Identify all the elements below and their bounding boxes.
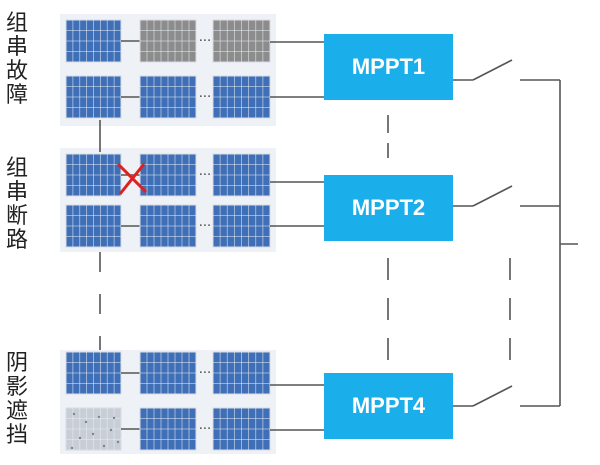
- label-char: 组: [5, 11, 28, 36]
- solar-panel-icon: [212, 19, 271, 63]
- shade-speck: [97, 415, 101, 419]
- solar-panel-icon: [212, 204, 271, 248]
- mppt4-box: MPPT4: [324, 373, 453, 439]
- ellipsis-dots: ···: [199, 422, 211, 437]
- shade-speck: [116, 440, 120, 444]
- switch-icon: [472, 385, 513, 407]
- panel-row: ···: [199, 366, 211, 381]
- shade-speck: [91, 432, 95, 436]
- solar-panel-icon: [65, 19, 122, 63]
- label-char: 阴: [5, 351, 28, 376]
- switch-blade: [472, 385, 513, 407]
- label-char: 组: [5, 156, 28, 181]
- label-shading: 阴 影 遮 挡: [2, 352, 32, 448]
- shade-speck: [102, 444, 106, 448]
- shade-speck: [78, 436, 82, 440]
- solar-panel-icon: [65, 407, 122, 451]
- label-char: 断: [5, 204, 28, 229]
- shade-speck: [72, 412, 76, 416]
- label-string-open: 组 串 断 路: [2, 157, 32, 253]
- label-char: 串: [5, 35, 28, 60]
- solar-panel-icon: [139, 351, 197, 395]
- solar-panel-icon: [65, 153, 122, 197]
- shade-speck: [109, 428, 113, 432]
- label-char: 串: [5, 180, 28, 205]
- panel-row: ···: [199, 219, 211, 234]
- cross-stroke: [118, 163, 146, 195]
- label-string-fault: 组 串 故 障: [2, 12, 32, 108]
- solar-panel-icon: [65, 204, 122, 248]
- label-char: 影: [5, 375, 28, 400]
- label-char: 障: [5, 83, 28, 108]
- solar-panel-icon: [139, 153, 197, 197]
- label-char: 挡: [5, 423, 28, 448]
- panel-row: ···: [199, 34, 211, 49]
- solar-panel-icon: [212, 153, 271, 197]
- label-char: 故: [5, 59, 28, 84]
- label-char: 路: [5, 228, 28, 253]
- shade-speck: [70, 446, 74, 450]
- solar-panel-icon: [212, 75, 271, 119]
- solar-panel-icon: [139, 19, 197, 63]
- ellipsis-dots: ···: [199, 34, 211, 49]
- panel-row: ···: [199, 422, 211, 437]
- switch-icon: [472, 185, 513, 207]
- solar-panel-icon: [139, 407, 197, 451]
- solar-panel-icon: [65, 75, 122, 119]
- switch-blade: [472, 59, 513, 81]
- ellipsis-dots: ···: [199, 168, 211, 183]
- shade-speck: [112, 416, 116, 420]
- solar-panel-icon: [139, 204, 197, 248]
- solar-panel-icon: [139, 75, 197, 119]
- switch-icon: [472, 59, 513, 81]
- fault-cross-icon: [116, 162, 148, 195]
- shade-speck: [84, 420, 88, 424]
- ellipsis-dots: ···: [199, 219, 211, 234]
- panel-row: ···: [199, 168, 211, 183]
- solar-panel-icon: [212, 407, 271, 451]
- label-char: 遮: [5, 399, 28, 424]
- mppt2-box: MPPT2: [324, 175, 453, 241]
- switch-blade: [472, 185, 513, 207]
- ellipsis-dots: ···: [199, 366, 211, 381]
- ellipsis-dots: ···: [199, 90, 211, 105]
- solar-panel-icon: [212, 351, 271, 395]
- panel-row: ···: [199, 90, 211, 105]
- mppt1-box: MPPT1: [324, 34, 453, 100]
- solar-panel-icon: [65, 351, 122, 395]
